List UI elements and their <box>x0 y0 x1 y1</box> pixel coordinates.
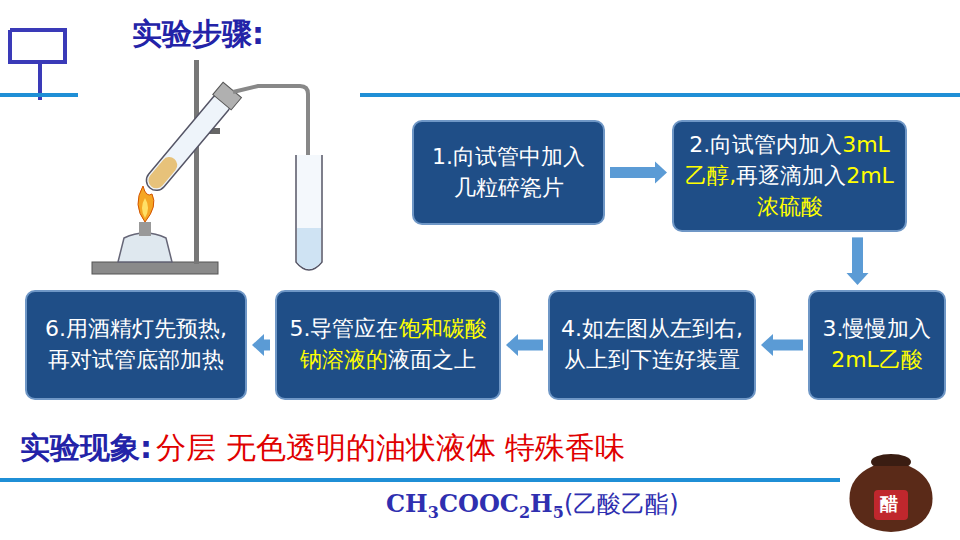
test-tube <box>141 82 242 195</box>
step-text-part: 6.用酒精灯先预热,再对试管底部加热 <box>45 316 227 372</box>
receiving-tube <box>296 155 322 270</box>
step-text-part: 4.如左图从左到右,从上到下连好装置 <box>561 316 743 372</box>
step-text: 4.如左图从左到右,从上到下连好装置 <box>560 314 744 376</box>
rule-line <box>0 478 840 482</box>
jar-label: 醋 <box>880 492 898 516</box>
step-box: 3.慢慢加入 2mL乙酸 <box>808 290 946 400</box>
sodium-carbonate-solution <box>297 228 321 269</box>
arrow-head <box>847 273 869 285</box>
formula-subscript: 2 <box>519 503 530 522</box>
flow-arrow <box>610 167 656 178</box>
page-title: 实验步骤: <box>132 14 264 55</box>
step-text: 3.慢慢加入 2mL乙酸 <box>820 314 934 376</box>
flow-arrow <box>263 340 270 351</box>
formula-part: H <box>530 489 553 518</box>
flame <box>138 186 154 222</box>
step-text-part: 液面之上 <box>388 347 476 372</box>
stand-rod <box>194 60 199 264</box>
arrow-head <box>761 334 773 356</box>
step-text: 6.用酒精灯先预热,再对试管底部加热 <box>37 314 235 376</box>
formula: CH3COOC2H5(乙酸乙酯) <box>386 488 679 520</box>
arrow-head <box>506 334 518 356</box>
step-text-part: 5.导管应在 <box>290 316 399 341</box>
title-icon <box>10 30 65 100</box>
step-box: 6.用酒精灯先预热,再对试管底部加热 <box>25 290 247 400</box>
step-box: 4.如左图从左到右,从上到下连好装置 <box>548 290 756 400</box>
rule-line <box>0 93 78 97</box>
step-text-part: 3.慢慢加入 <box>823 316 932 341</box>
step-text-part: 2mL乙酸 <box>831 347 923 372</box>
step-box: 2.向试管内加入3mL乙醇,再逐滴加入2mL浓硫酸 <box>672 120 907 232</box>
step-text-part: 1.向试管中加入几粒碎瓷片 <box>432 144 585 200</box>
step-text-part: 再逐滴加入 <box>736 163 846 188</box>
rule-line <box>360 93 960 97</box>
arrow-head <box>655 162 667 184</box>
flow-arrow <box>852 237 863 274</box>
flame <box>142 198 148 218</box>
vinegar-jar <box>849 454 932 532</box>
stand-base <box>92 262 218 274</box>
formula-part: CH <box>386 489 428 518</box>
flow-arrow <box>517 340 543 351</box>
alcohol-lamp <box>118 233 172 262</box>
step-text-part: 2.向试管内加入 <box>689 132 842 157</box>
observation-heading: 实验现象: <box>20 428 152 469</box>
step-box: 5.导管应在饱和碳酸钠溶液的液面之上 <box>275 290 501 400</box>
formula-subscript: 3 <box>428 503 439 522</box>
formula-subscript: 5 <box>553 503 564 522</box>
formula-part: COOC <box>439 489 519 518</box>
arrow-head <box>252 334 264 356</box>
step-text: 5.导管应在饱和碳酸钠溶液的液面之上 <box>287 314 489 376</box>
step-box: 1.向试管中加入几粒碎瓷片 <box>412 120 605 225</box>
observation-text: 分层 无色透明的油状液体 特殊香味 <box>156 428 625 469</box>
flow-arrow <box>772 340 803 351</box>
step-text: 1.向试管中加入几粒碎瓷片 <box>424 142 593 204</box>
formula-part: (乙酸乙酯) <box>564 490 679 518</box>
step-text: 2.向试管内加入3mL乙醇,再逐滴加入2mL浓硫酸 <box>684 130 895 222</box>
lamp-wick-holder <box>139 222 151 236</box>
title-icon <box>10 30 40 62</box>
